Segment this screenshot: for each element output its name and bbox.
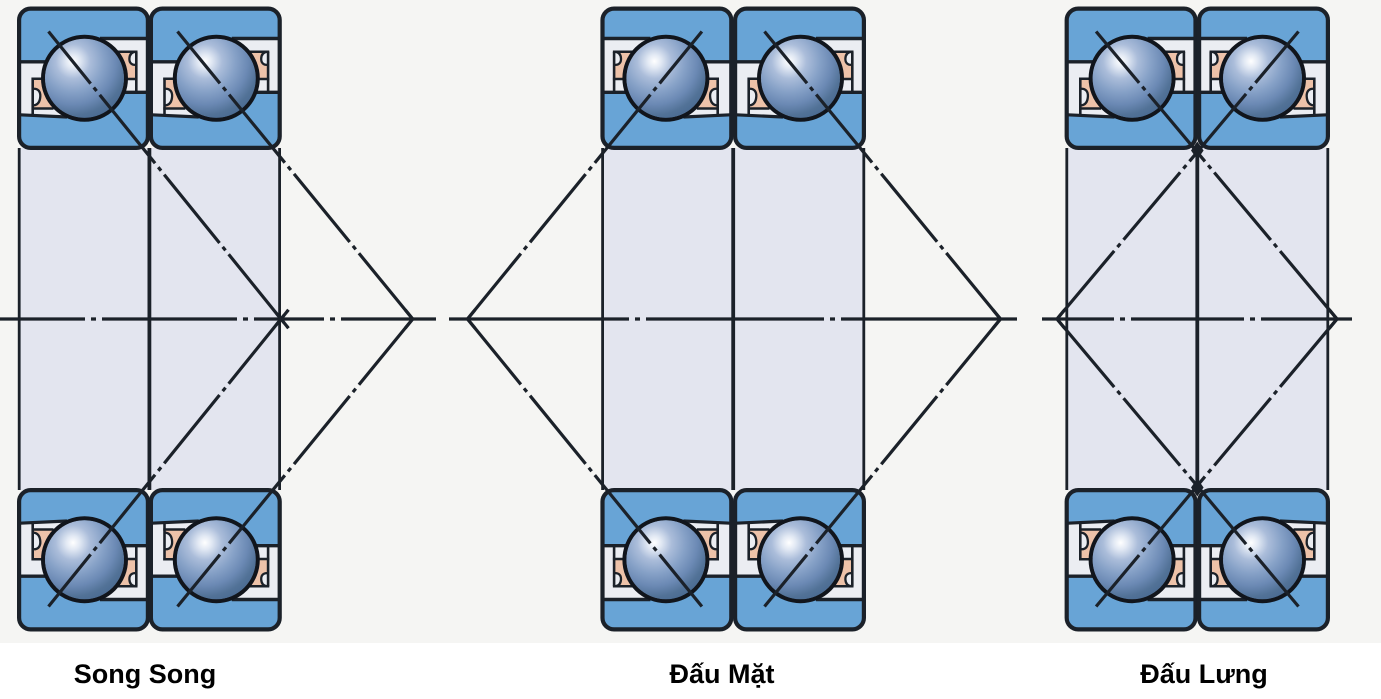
svg-text:Song Song: Song Song <box>74 659 216 689</box>
svg-text:Đấu Mặt: Đấu Mặt <box>669 659 774 689</box>
svg-text:Đấu Lưng: Đấu Lưng <box>1140 659 1268 689</box>
